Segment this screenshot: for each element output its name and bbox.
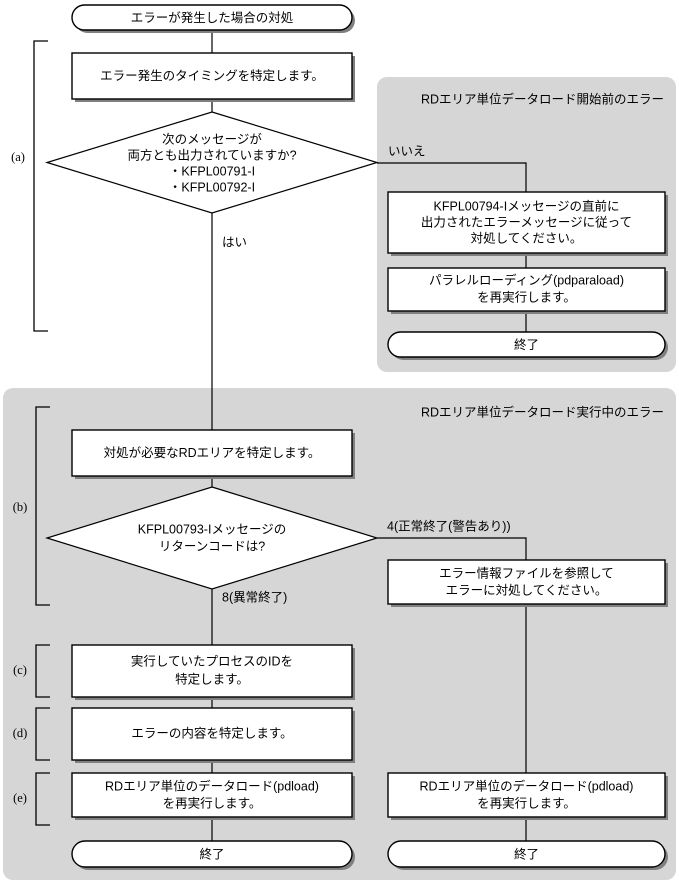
decision-b-diamond [44, 486, 380, 590]
end-left-terminator [71, 840, 353, 868]
edge-label-no: いいえ [388, 144, 426, 158]
decision-a-diamond [44, 111, 380, 214]
edge-label-rc4: 4(正常終了(警告あり)) [387, 518, 511, 533]
box-pre-2-line2: を再実行します。 [477, 289, 576, 304]
bracket-a [33, 40, 48, 332]
box-pre-1-line2: 出力されたエラーメッセージに従って [421, 215, 632, 229]
connector-decision-a-no [377, 162, 527, 192]
bracket-b-label: (b) [13, 500, 28, 514]
panel-during-load-title: RDエリア単位データロード実行中のエラー [421, 404, 664, 419]
step-c-box [71, 644, 353, 698]
step-a1-label: エラー発生のタイミングを特定します。 [100, 68, 324, 83]
box-during-1-line1: エラー情報ファイルを参照して [439, 565, 614, 580]
decision-b-line1: KFPL00793-Iメッセージの [138, 522, 286, 536]
decision-a-line4: ・KFPL00792-I [169, 180, 255, 194]
box-pre-1-line1: KFPL00794-Iメッセージの直前に [434, 198, 620, 213]
box-during-1-line2: エラーに対処してください。 [446, 583, 608, 597]
step-e-right-box [387, 772, 666, 818]
panel-pre-load-title: RDエリア単位データロード開始前のエラー [421, 91, 664, 106]
connector-decision-b-rc4 [377, 537, 527, 560]
step-e-left-line2: を再実行します。 [163, 795, 262, 810]
bracket-b [35, 406, 50, 606]
bracket-e [35, 772, 50, 826]
decision-a-line1: 次のメッセージが [162, 131, 262, 146]
box-pre-2-line1: パラレルローディング(pdparaload) [429, 272, 624, 287]
decision-a-line2: 両方とも出力されていますか? [127, 147, 296, 162]
box-during-1 [387, 559, 666, 605]
end-right-terminator [387, 840, 666, 868]
box-pre-1 [387, 191, 666, 254]
step-b1-box [71, 429, 353, 477]
step-e-right-line2: を再実行します。 [477, 795, 576, 810]
step-e-right-line1: RDエリア単位のデータロード(pdload) [420, 778, 634, 793]
bracket-a-label: (a) [11, 150, 25, 164]
box-pre-2 [387, 267, 666, 312]
bracket-d [35, 707, 50, 761]
step-a1-box [71, 52, 353, 100]
end-pre-terminator-label: 終了 [514, 337, 539, 352]
step-d-label: エラーの内容を特定します。 [131, 725, 292, 740]
step-d-box [71, 707, 353, 761]
bracket-c [35, 644, 50, 698]
end-left-terminator-label: 終了 [199, 846, 224, 861]
bracket-d-label: (d) [13, 726, 28, 740]
step-b1-label: 対処が必要なRDエリアを特定します。 [104, 445, 321, 460]
decision-a-line3: ・KFPL00791-I [169, 164, 255, 178]
step-e-left-line1: RDエリア単位のデータロード(pdload) [105, 778, 319, 793]
bracket-c-label: (c) [13, 663, 27, 677]
start-terminator-label: エラーが発生した場合の対処 [131, 10, 294, 25]
bracket-e-label: (e) [13, 791, 27, 805]
step-c-line2: 特定します。 [175, 671, 249, 686]
edge-label-yes: はい [222, 235, 247, 249]
start-terminator [71, 4, 353, 31]
box-pre-1-line3: 対処してください。 [471, 231, 583, 245]
step-c-line1: 実行していたプロセスのIDを [131, 653, 293, 668]
end-right-terminator-label: 終了 [514, 846, 539, 861]
end-pre-terminator [387, 331, 666, 358]
edge-label-rc8: 8(異常終了) [222, 589, 287, 604]
step-e-left-box [71, 772, 353, 818]
decision-b-line2: リターンコードは? [159, 539, 265, 553]
